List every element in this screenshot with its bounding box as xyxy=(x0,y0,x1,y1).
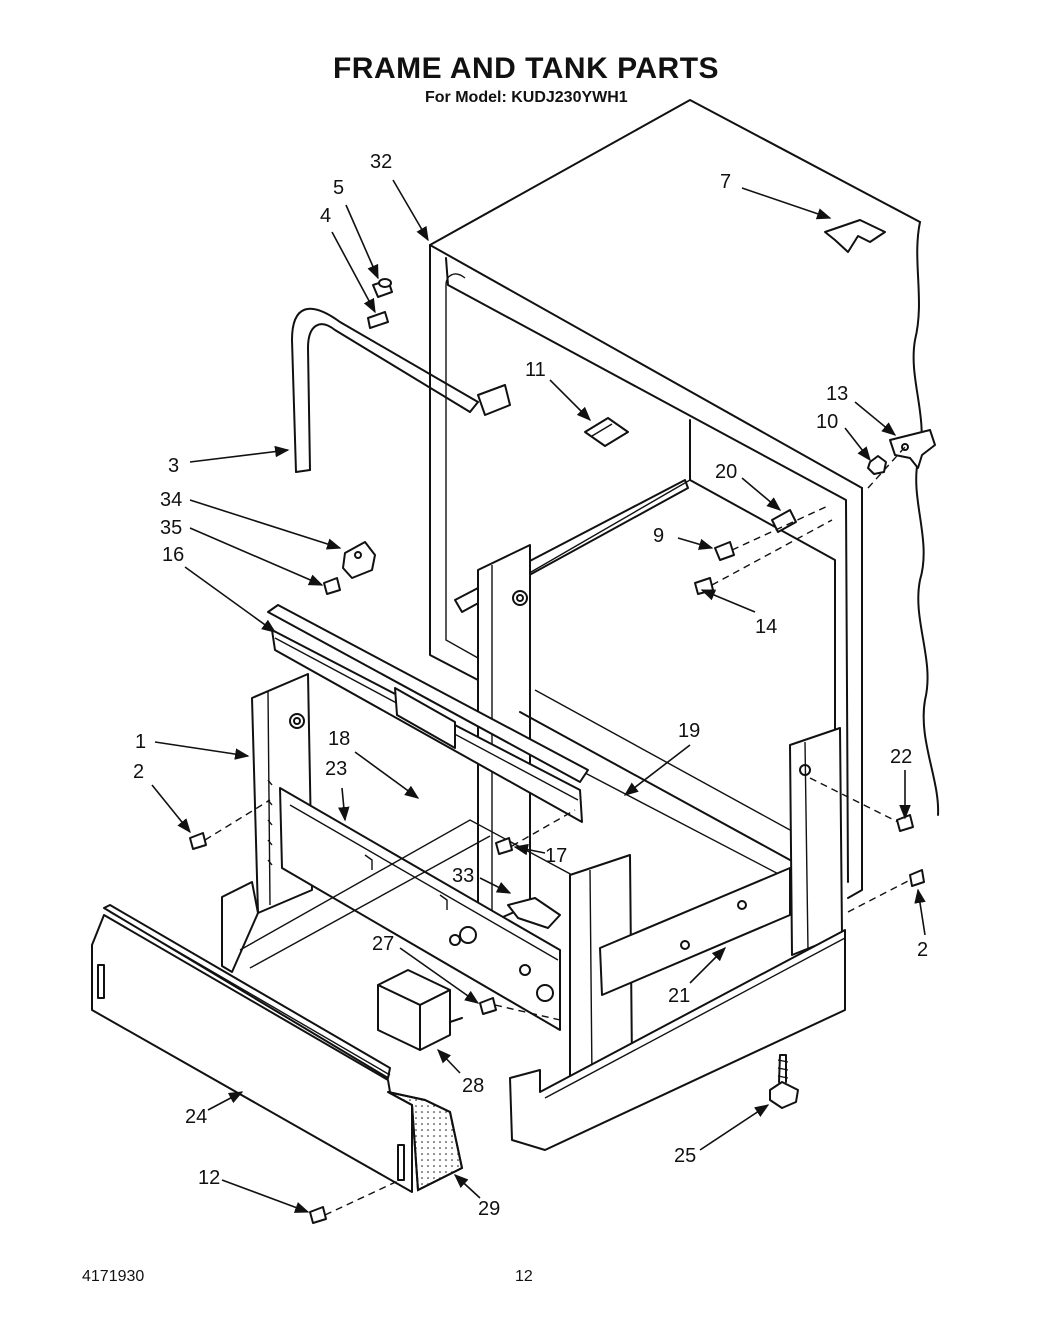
callout-4: 4 xyxy=(320,205,331,227)
callout-12: 12 xyxy=(198,1167,220,1189)
callout-3: 3 xyxy=(168,455,179,477)
nut-part-10 xyxy=(867,455,887,475)
callout-10: 10 xyxy=(816,411,838,433)
callout-5: 5 xyxy=(333,177,344,199)
spacer-part-20 xyxy=(771,509,797,533)
callout-35: 35 xyxy=(160,517,182,539)
gasket-clip-part-4 xyxy=(367,311,511,416)
door-gasket-part-3 xyxy=(291,307,479,473)
screw-part-12 xyxy=(309,1206,327,1224)
callout-23: 23 xyxy=(325,758,347,780)
callout-1: 1 xyxy=(135,731,146,753)
switch-part-34 xyxy=(342,541,376,579)
tank-rail xyxy=(454,479,689,613)
strike-part-7 xyxy=(824,219,886,253)
callout-29: 29 xyxy=(478,1198,500,1220)
callout-27: 27 xyxy=(372,933,394,955)
screw-part-9 xyxy=(714,541,735,561)
callout-21: 21 xyxy=(668,985,690,1007)
callout-18: 18 xyxy=(328,728,350,750)
handle-part-33 xyxy=(507,897,561,929)
insulation-part-29 xyxy=(387,1091,464,1192)
callout-2-left: 2 xyxy=(133,761,144,783)
callout-arrows xyxy=(151,179,926,1213)
bracket-part-13 xyxy=(889,429,936,469)
screw-part-17 xyxy=(495,837,513,855)
cross-member-part-23 xyxy=(279,787,561,1031)
bottom-support-part-21 xyxy=(599,867,791,996)
clip-part-11 xyxy=(584,417,629,447)
support-rail-part-19 xyxy=(519,711,791,861)
module-part-28 xyxy=(377,969,463,1051)
model-subtitle: For Model: KUDJ230YWH1 xyxy=(425,89,628,106)
front-rail-part-16 xyxy=(267,604,589,823)
callout-7: 7 xyxy=(720,171,731,193)
screw-part-2-left xyxy=(189,832,207,850)
page-number: 12 xyxy=(515,1268,533,1285)
leveling-leg-part-25 xyxy=(769,1054,799,1109)
callout-32: 32 xyxy=(370,151,392,173)
callout-16: 16 xyxy=(162,544,184,566)
callout-11: 11 xyxy=(525,359,546,381)
screw-part-2-right xyxy=(909,869,925,887)
callout-13: 13 xyxy=(826,383,848,405)
callout-28: 28 xyxy=(462,1075,484,1097)
callout-25: 25 xyxy=(674,1145,696,1167)
callout-2-right: 2 xyxy=(917,939,928,961)
tank-part-32 xyxy=(429,99,940,899)
callout-19: 19 xyxy=(678,720,700,742)
toe-panel-part-24 xyxy=(91,904,413,1193)
callout-labels: 32 5 4 7 11 13 10 3 20 34 9 35 16 14 1 1… xyxy=(133,151,928,1220)
callout-9: 9 xyxy=(653,525,664,547)
frame-base xyxy=(239,819,601,969)
callout-34: 34 xyxy=(160,489,182,511)
callout-33: 33 xyxy=(452,865,474,887)
callout-17: 17 xyxy=(545,845,567,867)
screw-part-27 xyxy=(479,997,497,1015)
callout-22: 22 xyxy=(890,746,912,768)
document-number: 4171930 xyxy=(82,1268,145,1285)
callout-20: 20 xyxy=(715,461,737,483)
screw-part-35 xyxy=(323,577,341,595)
page-title: FRAME AND TANK PARTS xyxy=(332,52,720,85)
plug-part-5 xyxy=(372,278,393,298)
assembly-lines xyxy=(204,446,911,1216)
callout-24: 24 xyxy=(185,1106,207,1128)
callout-14: 14 xyxy=(755,616,777,638)
